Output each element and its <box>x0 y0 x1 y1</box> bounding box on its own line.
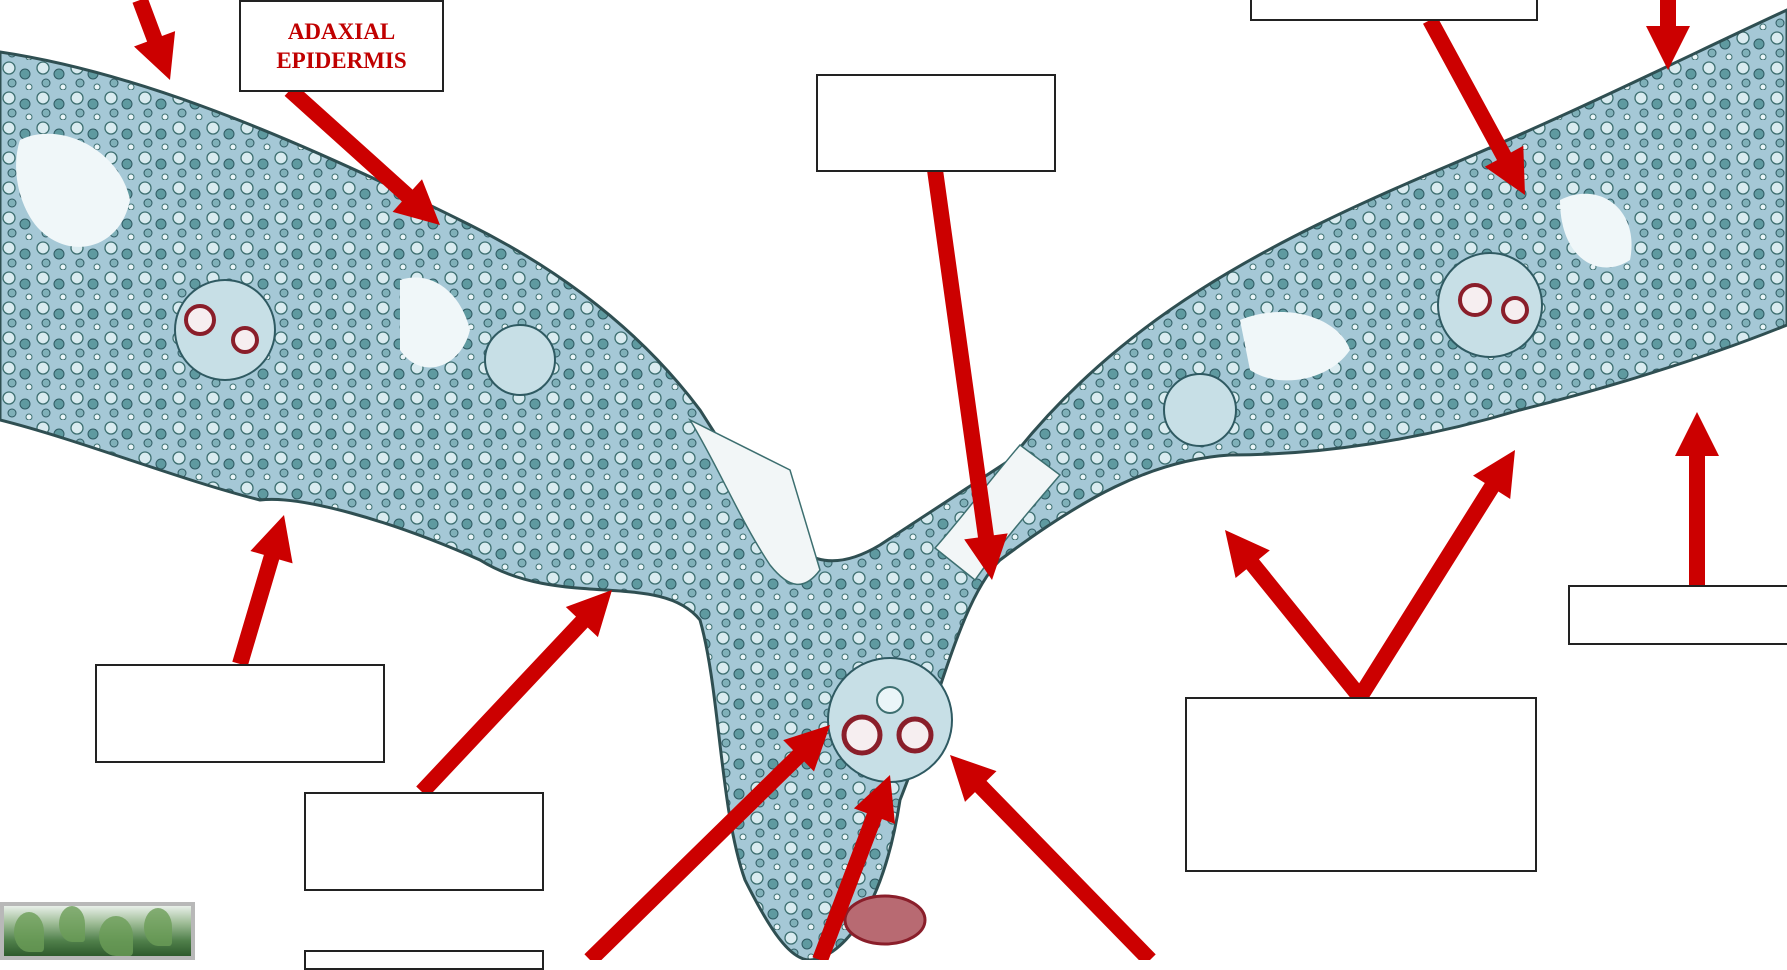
arrow-right-middle-a <box>1225 530 1366 702</box>
arrow-right-middle-b <box>1353 450 1515 701</box>
arrow-top-left <box>133 0 176 80</box>
center-top-label-box[interactable] <box>816 74 1056 172</box>
adaxial-epidermis-text: ADAXIAL EPIDERMIS <box>276 17 406 75</box>
left-middle-label-box[interactable] <box>95 664 385 763</box>
adaxial-epidermis-label: ADAXIAL EPIDERMIS <box>239 0 444 92</box>
arrow-bottom-c <box>950 755 1156 960</box>
arrow-far-right <box>1675 412 1719 585</box>
arrow-left-lower <box>416 590 612 798</box>
right-middle-label-box[interactable] <box>1185 697 1537 872</box>
plant-photo-icon <box>0 902 195 960</box>
arrow-left-middle <box>232 515 292 666</box>
far-right-label-box[interactable] <box>1568 585 1787 645</box>
bottom-left-label-box[interactable] <box>304 950 544 970</box>
top-right-label-box[interactable] <box>1250 0 1538 21</box>
left-lower-label-box[interactable] <box>304 792 544 891</box>
